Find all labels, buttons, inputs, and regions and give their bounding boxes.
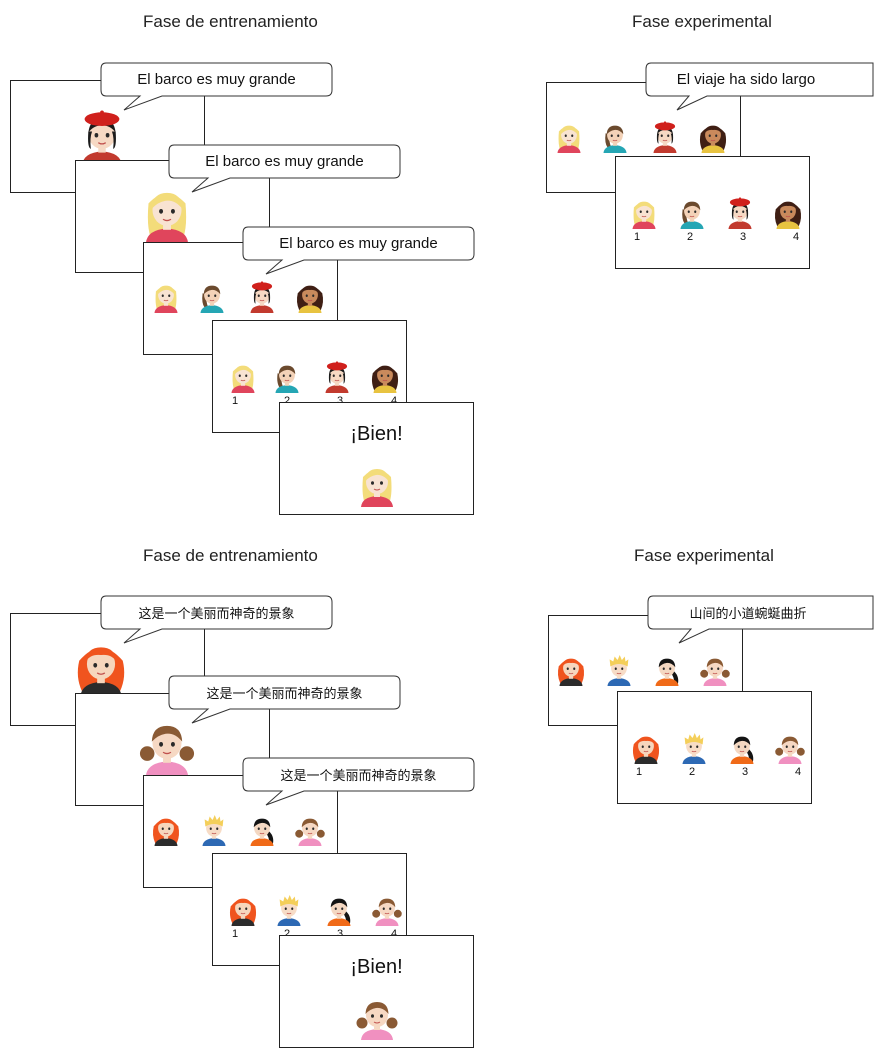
choice-face [557,125,581,153]
choice-face [154,285,178,313]
choice-face [372,898,402,926]
option-number: 2 [284,928,291,940]
choice-face [371,365,399,393]
choice-face [774,201,802,229]
experimental-screen-2: 1 2 3 4 [615,156,810,269]
choice-face [655,658,679,686]
option-number: 1 [232,395,239,407]
feedback-screen: ¡Bien! [279,402,474,515]
option-number: 1 [232,928,239,940]
feedback-screen: ¡Bien! [279,935,474,1048]
training-heading: Fase de entrenamiento [143,546,318,565]
feedback-text: ¡Bien! [350,423,403,445]
choice-face [680,201,704,229]
speech-bubble [100,62,333,111]
experimental-heading: Fase experimental [634,546,774,565]
choice-face [202,815,226,846]
choice-face [200,285,224,313]
option-number: 3 [740,231,747,243]
option-number: 1 [636,766,643,778]
choice-face [775,736,805,764]
choice-face [653,121,677,153]
choice-face [275,365,299,393]
choice-face [699,125,727,153]
choice-face [250,281,274,313]
option-number: 3 [337,395,344,407]
experimental-heading: Fase experimental [632,12,772,31]
speech-bubble [647,595,874,644]
speech-bubble [168,144,401,193]
choice-face [632,736,660,764]
choice-face [277,895,301,926]
feedback-face [356,1002,398,1040]
bubble-text: El barco es muy grande [279,235,438,252]
bubble-text: El barco es muy grande [137,71,296,88]
option-number: 4 [391,928,398,940]
option-number: 1 [634,231,641,243]
choice-face [607,655,631,686]
choice-face [229,898,257,926]
speech-bubble [242,757,475,806]
choice-face [728,197,752,229]
feedback-face [361,469,393,507]
feedback-text: ¡Bien! [350,956,403,978]
choice-face [700,658,730,686]
option-number: 2 [284,395,291,407]
panel-spanish: Fase de entrenamiento Fase experimental … [0,0,874,520]
bubble-text: 这是一个美丽而神奇的景象 [280,769,437,784]
option-number: 3 [337,928,344,940]
option-number: 4 [793,231,800,243]
choice-face [250,818,274,846]
choice-face [682,733,706,764]
bubble-text: 山间的小道蜿蜒曲折 [689,607,807,622]
choice-face [730,736,754,764]
speaker-face [145,192,189,243]
choice-face [603,125,627,153]
choice-face [632,201,656,229]
panel-chinese: Fase de entrenamiento Fase experimental … [0,533,874,1048]
speech-bubble [645,62,874,111]
choice-face [325,361,349,393]
training-heading: Fase de entrenamiento [143,12,318,31]
choice-face [557,658,585,686]
bubble-text: El viaje ha sido largo [676,71,816,88]
speaker-face [77,647,125,696]
speech-bubble [100,595,333,644]
option-number: 2 [689,766,696,778]
option-number: 3 [742,766,749,778]
choice-face [231,365,255,393]
option-number: 4 [391,395,398,407]
experimental-screen-2: 1 2 3 4 [617,691,812,804]
option-number: 2 [687,231,694,243]
choice-face [327,898,351,926]
speaker-face [139,725,195,776]
option-number: 4 [795,766,802,778]
choice-face [295,818,325,846]
choice-face [152,818,180,846]
speech-bubble [242,226,475,275]
bubble-text: 这是一个美丽而神奇的景象 [138,607,295,622]
choice-face [296,285,324,313]
speech-bubble [168,675,401,724]
bubble-text: 这是一个美丽而神奇的景象 [206,687,363,702]
bubble-text: El barco es muy grande [205,153,364,170]
